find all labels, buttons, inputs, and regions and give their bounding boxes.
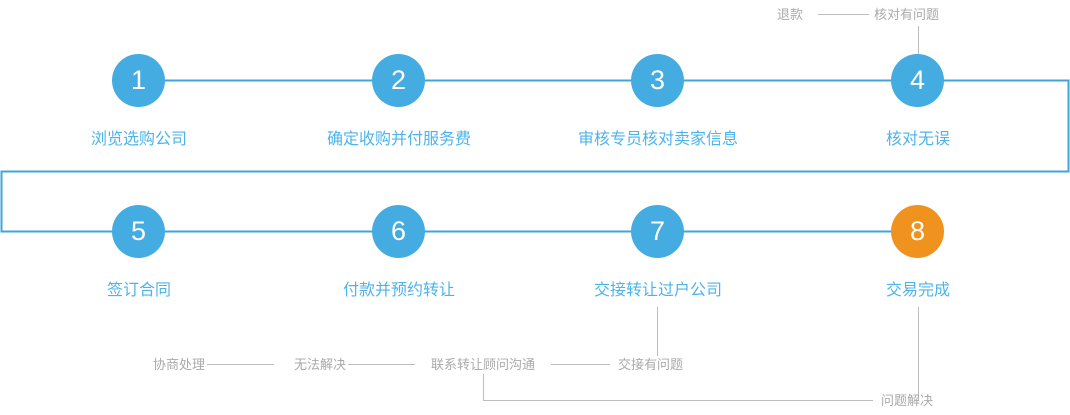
step-label-6: 付款并预约转让 — [342, 282, 455, 299]
annotation-refund: 退款 — [777, 7, 804, 22]
step-node-5[interactable]: 5 — [112, 205, 165, 258]
step-node-6[interactable]: 6 — [372, 205, 425, 258]
step-node-2[interactable]: 2 — [372, 54, 425, 107]
step-label-5: 签订合同 — [106, 282, 171, 299]
step-label-4: 核对无误 — [885, 131, 950, 148]
step-node-4[interactable]: 4 — [891, 54, 944, 107]
step-label-8: 交易完成 — [885, 282, 950, 299]
annotation-unresolved: 无法解决 — [294, 357, 347, 372]
annotation-contact-advisor: 联系转让顾问沟通 — [431, 357, 536, 372]
step-node-3[interactable]: 3 — [631, 54, 684, 107]
annotation-check-problem: 核对有问题 — [874, 7, 940, 22]
step-label-1: 浏览选购公司 — [90, 131, 187, 148]
annot-path-problem-solved — [482, 374, 873, 402]
step-label-7: 交接转让过户公司 — [593, 282, 722, 299]
annotation-handover-problem: 交接有问题 — [618, 357, 684, 372]
step-node-7[interactable]: 7 — [631, 205, 684, 258]
annotation-problem-solved: 问题解决 — [881, 393, 934, 408]
step-label-3: 审核专员核对卖家信息 — [577, 131, 738, 148]
connector-wrap-4-5 — [0, 79, 1070, 233]
annotation-negotiate: 协商处理 — [153, 357, 206, 372]
step-node-1[interactable]: 1 — [112, 54, 165, 107]
step-label-2: 确定收购并付服务费 — [326, 131, 471, 148]
step-node-8[interactable]: 8 — [891, 205, 944, 258]
